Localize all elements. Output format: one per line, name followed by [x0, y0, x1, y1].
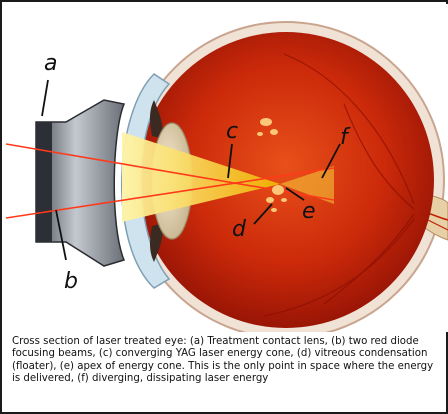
label-a: a: [44, 51, 57, 76]
figure-caption: Cross section of laser treated eye: (a) …: [12, 336, 442, 386]
label-b: b: [64, 269, 78, 294]
label-e: e: [302, 199, 316, 224]
eye-diagram: a b c d e f: [4, 4, 448, 332]
label-d: d: [232, 217, 247, 242]
label-c: c: [226, 119, 238, 144]
